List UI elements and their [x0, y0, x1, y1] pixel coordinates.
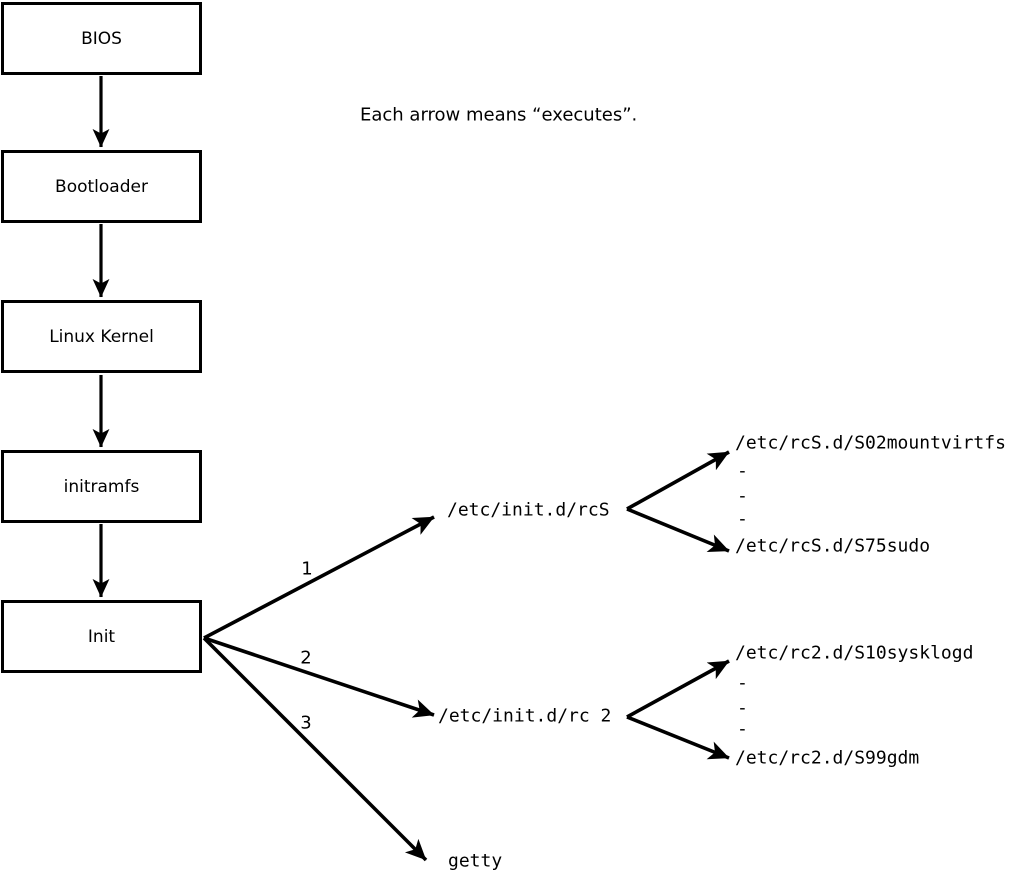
label-rcS-child-dash-1: - — [737, 460, 748, 482]
arrow-order-1: 1 — [301, 558, 313, 580]
box-bootloader: Bootloader — [1, 150, 202, 223]
arrow-order-3: 3 — [300, 712, 312, 734]
arrow-order-2: 2 — [300, 647, 312, 669]
label-rcS-child-S02mountvirtfs: /etc/rcS.d/S02mountvirtfs — [735, 432, 1006, 454]
label-getty: getty — [448, 850, 503, 872]
label-rc2: /etc/init.d/rc 2 — [438, 705, 612, 727]
label-rc2-child-S10sysklogd: /etc/rc2.d/S10sysklogd — [735, 642, 974, 664]
legend-note: Each arrow means “executes”. — [360, 104, 638, 126]
box-bootloader-label: Bootloader — [55, 176, 148, 197]
label-rc2-child-S99gdm: /etc/rc2.d/S99gdm — [735, 747, 920, 769]
arrow-rc2-to-S10sysklogd — [626, 659, 730, 719]
label-rc2-child-dash-2: - — [737, 697, 748, 719]
label-rc2-child-dash-1: - — [737, 672, 748, 694]
label-rcS-child-dash-2: - — [737, 485, 748, 507]
box-linux-kernel-label: Linux Kernel — [49, 326, 154, 347]
box-init-label: Init — [87, 626, 116, 647]
arrow-rcS-to-S75sudo — [626, 507, 730, 553]
arrow-init-to-rc2 — [203, 636, 435, 718]
box-linux-kernel: Linux Kernel — [1, 300, 202, 373]
box-initramfs: initramfs — [1, 450, 202, 523]
label-rcS-child-dash-3: - — [737, 508, 748, 530]
label-rcS-child-S75sudo: /etc/rcS.d/S75sudo — [735, 535, 931, 557]
box-initramfs-label: initramfs — [63, 476, 140, 497]
arrow-rcS-to-S02mountvirtfs — [626, 450, 730, 511]
arrow-init-to-rcS — [203, 515, 435, 640]
arrow-init-to-getty — [202, 636, 428, 862]
box-init: Init — [1, 600, 202, 673]
box-bios: BIOS — [1, 2, 202, 75]
box-bios-label: BIOS — [81, 28, 122, 49]
label-rcS: /etc/init.d/rcS — [447, 499, 610, 521]
label-rc2-child-dash-3: - — [737, 718, 748, 740]
arrow-rc2-to-S99gdm — [626, 715, 730, 760]
